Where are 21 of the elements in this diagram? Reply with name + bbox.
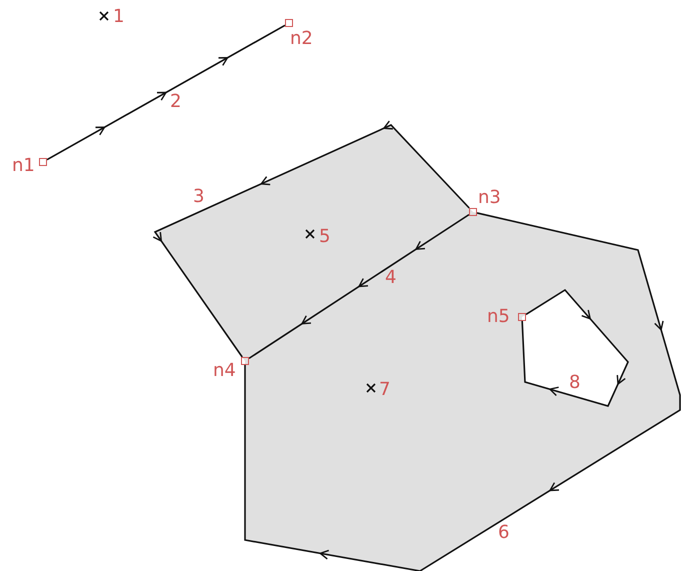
node-marker bbox=[285, 19, 293, 27]
node-marker bbox=[518, 313, 526, 321]
feature-number: 1 bbox=[113, 8, 124, 26]
node-marker bbox=[241, 357, 249, 365]
directed-edge bbox=[248, 214, 470, 360]
edge-label: 8 bbox=[569, 374, 580, 392]
edge-label: 6 bbox=[498, 524, 510, 542]
feature-number: 5 bbox=[319, 228, 330, 246]
node-marker bbox=[39, 158, 47, 166]
edge-label: 3 bbox=[193, 188, 204, 206]
node-label: n3 bbox=[478, 189, 501, 207]
directed-edge bbox=[521, 288, 629, 407]
edge-label: 4 bbox=[385, 269, 396, 287]
feature-number: 7 bbox=[379, 381, 390, 399]
node-label: n2 bbox=[290, 30, 313, 48]
node-label: n4 bbox=[213, 362, 236, 380]
edge-label: 2 bbox=[170, 93, 182, 111]
node-label: n1 bbox=[12, 157, 35, 175]
directed-edge bbox=[46, 24, 286, 160]
node-marker bbox=[469, 208, 477, 216]
node-label: n5 bbox=[487, 308, 510, 326]
